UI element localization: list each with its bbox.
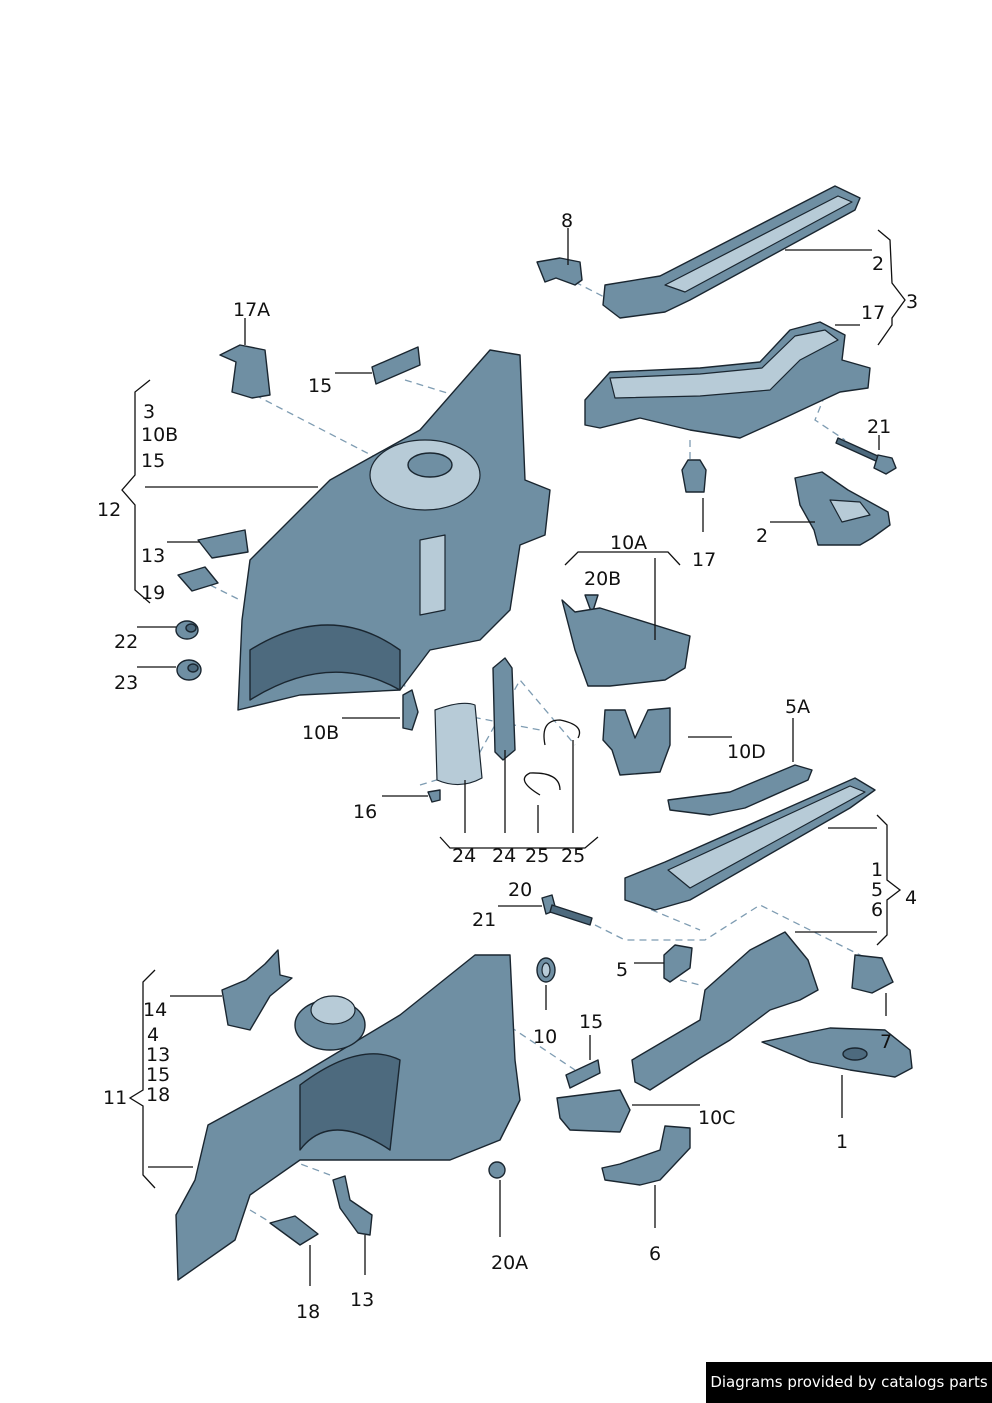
- callout-20: 20: [508, 879, 532, 901]
- callout-25-b: 25: [561, 845, 585, 867]
- part-25-clamp-a: [543, 719, 581, 746]
- callout-6-group: 6: [871, 899, 883, 921]
- callout-10A: 10A: [610, 532, 647, 554]
- part-20A-nut: [488, 1161, 506, 1179]
- part-12-left-wheel-housing: [237, 349, 551, 711]
- callout-17A: 17A: [233, 299, 270, 321]
- callout-11: 11: [103, 1087, 127, 1109]
- callout-5-bracket: 5: [616, 959, 628, 981]
- part-1-lower-rail: [624, 777, 876, 911]
- callout-19: 19: [141, 582, 165, 604]
- callout-20B: 20B: [584, 568, 621, 590]
- callout-1-group: 1: [871, 859, 883, 881]
- callout-labels: 8 2 3 17 21 17 2 17A 15 3 10B 15 12 13 1…: [97, 210, 918, 1323]
- callout-1-lower: 1: [836, 1131, 848, 1153]
- callout-12: 12: [97, 499, 121, 521]
- part-10A-bracket: [561, 599, 691, 687]
- part-14-bracket: [221, 949, 293, 1031]
- part-13-bracket-upper: [197, 529, 249, 559]
- callout-16: 16: [353, 801, 377, 823]
- callout-15-lower: 15: [579, 1011, 603, 1033]
- callout-2-lower: 2: [756, 525, 768, 547]
- part-1-lower-bracket: [761, 1027, 913, 1078]
- part-20B-screw: [584, 594, 599, 615]
- part-16-screw: [427, 789, 441, 803]
- callout-3-upper: 3: [906, 291, 918, 313]
- callout-7: 7: [880, 1031, 892, 1053]
- callout-20A: 20A: [491, 1252, 528, 1274]
- callout-18-left: 18: [146, 1084, 170, 1106]
- callout-4-left: 4: [147, 1024, 159, 1046]
- callout-8: 8: [561, 210, 573, 232]
- callout-13-lower: 13: [350, 1289, 374, 1311]
- part-8-bracket: [536, 257, 583, 286]
- part-25-clamp-b: [523, 772, 561, 796]
- callout-5A: 5A: [785, 696, 810, 718]
- part-17-spacer: [681, 459, 707, 493]
- part-10B-clip: [402, 689, 419, 731]
- callout-6-lower: 6: [649, 1243, 661, 1265]
- callout-2-upper: 2: [872, 253, 884, 275]
- part-22-grommet: [175, 620, 199, 640]
- part-6-rail: [601, 1125, 691, 1186]
- callout-3-group: 3: [143, 401, 155, 423]
- leader-lines: [121, 228, 906, 1286]
- callout-17-spacer: 17: [692, 549, 716, 571]
- callout-13-left: 13: [146, 1044, 170, 1066]
- part-23-grommet: [176, 659, 202, 681]
- part-15-lower-strip: [565, 1059, 601, 1089]
- part-5A-rail: [667, 764, 813, 816]
- callout-4-group: 4: [905, 887, 917, 909]
- callout-10D: 10D: [727, 741, 766, 763]
- part-10C-bracket: [556, 1089, 631, 1133]
- part-24-shield-b: [492, 657, 516, 761]
- callout-21-upper: 21: [867, 416, 891, 438]
- callout-24-b: 24: [492, 845, 516, 867]
- callout-23: 23: [114, 672, 138, 694]
- part-11-right-wheel-housing: [175, 954, 521, 1281]
- part-24-shield-a: [434, 702, 483, 786]
- callout-15-upper: 15: [308, 375, 332, 397]
- attribution-badge: Diagrams provided by catalogs parts: [706, 1362, 992, 1403]
- part-2-upper-rail: [602, 185, 861, 319]
- callout-13-upper: 13: [141, 545, 165, 567]
- callout-18-lower: 18: [296, 1301, 320, 1323]
- part-5-bracket: [663, 944, 693, 983]
- callout-10: 10: [533, 1026, 557, 1048]
- part-21-bolt-upper: [835, 437, 897, 475]
- callout-22: 22: [114, 631, 138, 653]
- callout-24-a: 24: [452, 845, 476, 867]
- callout-10C: 10C: [698, 1107, 735, 1129]
- part-17A-bracket: [219, 344, 271, 399]
- part-4-side-member: [631, 931, 819, 1091]
- callout-15-left: 15: [146, 1064, 170, 1086]
- part-10-grommet: [536, 957, 556, 983]
- callout-10B-group: 10B: [141, 424, 178, 446]
- part-17-side-member: [584, 321, 871, 439]
- callout-21-lower: 21: [472, 909, 496, 931]
- part-2-lower-bracket: [794, 471, 891, 546]
- part-21-bolt-lower: [541, 894, 593, 926]
- callout-15-group: 15: [141, 450, 165, 472]
- part-10D-bracket: [602, 707, 671, 776]
- part-13-bracket-lower: [332, 1175, 373, 1236]
- part-7-bracket: [851, 954, 894, 994]
- callout-5-group: 5: [871, 879, 883, 901]
- callout-17-upper: 17: [861, 302, 885, 324]
- part-15-upper-strip: [371, 346, 421, 385]
- part-18-bracket: [269, 1215, 319, 1246]
- callout-10B: 10B: [302, 722, 339, 744]
- callout-25-a: 25: [525, 845, 549, 867]
- part-19-bracket: [177, 566, 219, 592]
- callout-14: 14: [143, 999, 167, 1021]
